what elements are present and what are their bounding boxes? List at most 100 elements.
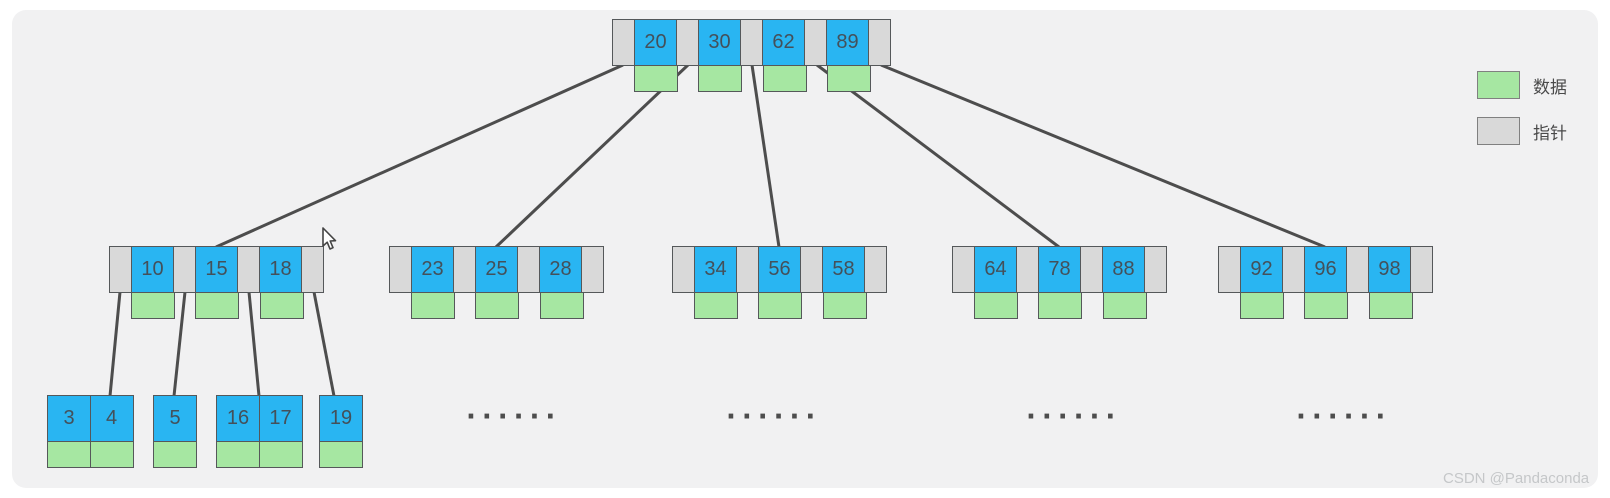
pointer-cell bbox=[868, 19, 891, 66]
pointer-cell bbox=[1346, 246, 1369, 293]
btree-leaf-3-4: 3 4 bbox=[47, 395, 134, 468]
key-cell: 96 bbox=[1303, 246, 1348, 293]
btree-leaf-19: 19 bbox=[319, 395, 363, 468]
data-swatch bbox=[1477, 71, 1520, 99]
legend-item-pointer: 指针 bbox=[1477, 117, 1567, 145]
key-cell: 88 bbox=[1101, 246, 1146, 293]
watermark: CSDN @Pandaconda bbox=[1443, 470, 1590, 487]
key-row: 34 56 58 bbox=[672, 246, 887, 293]
data-cell bbox=[89, 440, 134, 468]
key-cell: 30 bbox=[697, 19, 742, 66]
data-cell bbox=[827, 64, 871, 92]
btree-leaf-5: 5 bbox=[153, 395, 197, 468]
ellipsis-subtree: ······ bbox=[466, 402, 562, 432]
key-cell: 15 bbox=[194, 246, 239, 293]
data-row bbox=[153, 440, 197, 468]
data-cell bbox=[195, 291, 239, 319]
data-row bbox=[216, 440, 303, 468]
btree-node-64-78-88: 64 78 88 bbox=[952, 246, 1167, 319]
pointer-cell bbox=[804, 19, 827, 66]
pointer-cell bbox=[800, 246, 823, 293]
data-cell bbox=[1368, 291, 1413, 319]
pointer-cell bbox=[389, 246, 412, 293]
key-cell: 23 bbox=[410, 246, 455, 293]
pointer-cell bbox=[453, 246, 476, 293]
pointer-cell bbox=[301, 246, 324, 293]
pointer-cell bbox=[517, 246, 540, 293]
btree-node-34-56-58: 34 56 58 bbox=[672, 246, 887, 319]
key-row: 19 bbox=[319, 395, 363, 442]
data-cell bbox=[758, 291, 802, 319]
data-cell bbox=[1239, 291, 1284, 319]
data-cell bbox=[153, 440, 197, 468]
mouse-cursor-icon bbox=[322, 227, 337, 250]
pointer-cell bbox=[952, 246, 975, 293]
data-row bbox=[47, 440, 134, 468]
key-cell: 18 bbox=[258, 246, 303, 293]
pointer-cell bbox=[581, 246, 604, 293]
btree-root-node: 20 30 62 89 bbox=[612, 19, 891, 92]
data-cell bbox=[410, 291, 455, 319]
legend-item-data: 数据 bbox=[1477, 71, 1567, 99]
ellipsis-subtree: ······ bbox=[726, 402, 822, 432]
data-cell bbox=[633, 64, 678, 92]
ellipsis-subtree: ······ bbox=[1026, 402, 1122, 432]
ellipsis-subtree: ······ bbox=[1296, 402, 1392, 432]
data-cell bbox=[973, 291, 1018, 319]
key-cell: 4 bbox=[89, 395, 134, 442]
key-row: 10 15 18 bbox=[109, 246, 324, 293]
pointer-cell bbox=[612, 19, 635, 66]
data-cell bbox=[258, 440, 303, 468]
key-cell: 28 bbox=[538, 246, 583, 293]
pointer-cell bbox=[740, 19, 763, 66]
pointer-cell bbox=[672, 246, 695, 293]
key-cell: 58 bbox=[821, 246, 866, 293]
key-cell: 3 bbox=[47, 395, 91, 442]
key-cell: 89 bbox=[825, 19, 870, 66]
key-row: 92 96 98 bbox=[1218, 246, 1433, 293]
root-key-row: 20 30 62 89 bbox=[612, 19, 891, 66]
data-cell bbox=[698, 64, 742, 92]
pointer-cell bbox=[173, 246, 196, 293]
key-cell: 20 bbox=[633, 19, 678, 66]
data-cell bbox=[475, 291, 519, 319]
data-cell bbox=[319, 440, 363, 468]
key-cell: 34 bbox=[693, 246, 738, 293]
key-cell: 56 bbox=[757, 246, 802, 293]
legend-label: 指针 bbox=[1533, 123, 1567, 143]
pointer-cell bbox=[1144, 246, 1167, 293]
data-cell bbox=[1102, 291, 1147, 319]
key-cell: 16 bbox=[216, 395, 260, 442]
data-cell bbox=[539, 291, 584, 319]
pointer-swatch bbox=[1477, 117, 1520, 145]
pointer-cell bbox=[864, 246, 887, 293]
data-cell bbox=[1304, 291, 1348, 319]
data-cell bbox=[216, 440, 260, 468]
data-row bbox=[319, 440, 363, 468]
key-cell: 98 bbox=[1367, 246, 1412, 293]
pointer-cell bbox=[736, 246, 759, 293]
key-cell: 17 bbox=[258, 395, 303, 442]
pointer-cell bbox=[676, 19, 699, 66]
btree-node-92-96-98: 92 96 98 bbox=[1218, 246, 1433, 319]
key-cell: 64 bbox=[973, 246, 1018, 293]
legend-label: 数据 bbox=[1533, 77, 1567, 97]
pointer-cell bbox=[1410, 246, 1433, 293]
btree-node-10-15-18: 10 15 18 bbox=[109, 246, 324, 319]
key-cell: 92 bbox=[1239, 246, 1284, 293]
key-row: 5 bbox=[153, 395, 197, 442]
btree-leaf-16-17: 16 17 bbox=[216, 395, 303, 468]
key-row: 64 78 88 bbox=[952, 246, 1167, 293]
key-row: 3 4 bbox=[47, 395, 134, 442]
key-cell: 19 bbox=[319, 395, 363, 442]
key-cell: 62 bbox=[761, 19, 806, 66]
pointer-cell bbox=[1282, 246, 1305, 293]
data-cell bbox=[693, 291, 738, 319]
key-row: 16 17 bbox=[216, 395, 303, 442]
pointer-cell bbox=[1080, 246, 1103, 293]
data-cell bbox=[47, 440, 91, 468]
key-row: 23 25 28 bbox=[389, 246, 604, 293]
key-cell: 5 bbox=[153, 395, 197, 442]
